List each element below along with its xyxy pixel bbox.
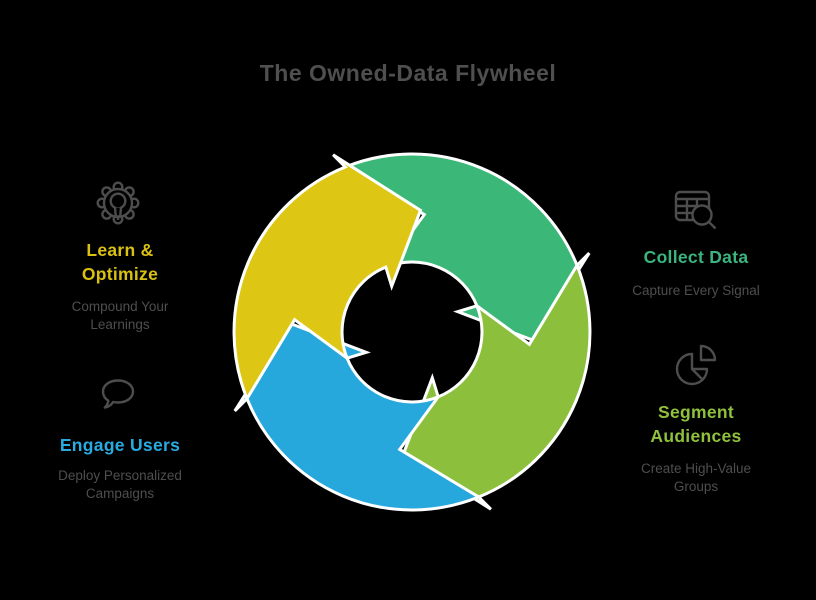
learn-optimize-subtitle: Compound Your Learnings: [30, 298, 210, 334]
segment-audiences-subtitle: Create High-Value Groups: [606, 460, 786, 496]
flywheel-arrow-engage: [233, 321, 483, 512]
learn-optimize-subtitle-line2: Learnings: [90, 317, 150, 332]
segment-audiences-title-line1: Segment: [657, 402, 734, 422]
collect-data-subtitle: Capture Every Signal: [632, 283, 760, 298]
flywheel-arrow-learn: [232, 153, 423, 403]
segment-audiences-subtitle-line2: Groups: [673, 479, 719, 494]
table-search-icon: [671, 184, 719, 232]
learn-optimize-title: Learn & Optimize: [30, 238, 210, 286]
learn-optimize-title-line1: Learn &: [86, 240, 154, 260]
flywheel-diagram: [202, 122, 622, 542]
gear-lightbulb-icon: [94, 179, 142, 227]
segment-audiences-subtitle-line1: Create High-Value: [640, 461, 752, 476]
segment-audiences-title-line2: Audiences: [650, 426, 742, 446]
engage-users-subtitle: Deploy Personalized Campaigns: [30, 467, 210, 503]
pie-chart-icon: [671, 342, 719, 390]
flywheel-svg: [232, 152, 592, 512]
learn-optimize-subtitle-line1: Compound Your: [71, 299, 169, 314]
segment-audiences-title: Segment Audiences: [596, 400, 796, 448]
speech-bubble-icon: [96, 372, 140, 416]
engage-users-subtitle-line2: Campaigns: [85, 486, 155, 501]
page-title: The Owned-Data Flywheel: [259, 60, 557, 86]
collect-data-title: Collect Data: [643, 247, 749, 267]
flywheel-arrow-segment: [401, 261, 592, 511]
engage-users-title: Engage Users: [59, 435, 181, 455]
engage-users-subtitle-line1: Deploy Personalized: [58, 468, 182, 483]
learn-optimize-title-line2: Optimize: [81, 264, 159, 284]
